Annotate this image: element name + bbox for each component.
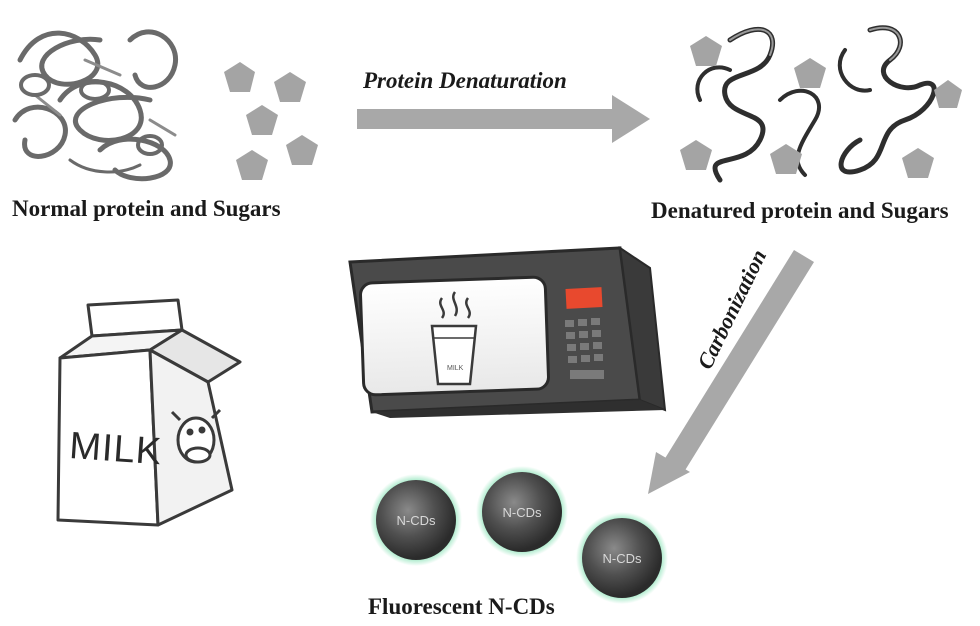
sugar-pentagon — [770, 144, 802, 174]
nanodots — [376, 472, 662, 598]
sugar-pentagons-right — [680, 36, 962, 178]
milk-carton-illustration — [56, 298, 242, 527]
label-fluorescent-ncds: Fluorescent N-CDs — [368, 594, 555, 619]
microwave-buttons — [565, 318, 604, 379]
sugar-pentagon — [236, 150, 268, 180]
microwave-illustration — [348, 245, 667, 418]
nanodot-label: N-CDs — [397, 513, 436, 528]
glass-label: MILK — [447, 365, 464, 372]
sugar-pentagon — [274, 72, 306, 102]
nanodot — [582, 518, 662, 598]
sugar-pentagon — [934, 80, 962, 108]
sugar-pentagons-left — [224, 62, 318, 180]
denaturation-arrow — [357, 95, 650, 143]
sugar-pentagon — [680, 140, 712, 170]
sugar-pentagon — [246, 105, 278, 135]
sugar-pentagon — [224, 62, 255, 92]
milk-carton-text: MILK — [68, 425, 163, 473]
sugar-pentagon — [690, 36, 722, 66]
carbonization-arrow — [648, 250, 814, 494]
nanodot — [376, 480, 456, 560]
nanodot-label: N-CDs — [503, 505, 542, 520]
milk-glass-illustration — [430, 291, 478, 386]
label-normal-protein: Normal protein and Sugars — [12, 196, 281, 221]
sugar-pentagon — [286, 135, 318, 165]
sugar-pentagon — [794, 58, 826, 88]
sugar-pentagon — [902, 148, 934, 178]
denatured-protein-illustration — [695, 25, 937, 183]
normal-protein-illustration — [12, 29, 178, 182]
label-protein-denaturation: Protein Denaturation — [363, 68, 567, 93]
nanodot-label: N-CDs — [603, 551, 642, 566]
label-denatured-protein: Denatured protein and Sugars — [651, 198, 949, 223]
nanodot — [482, 472, 562, 552]
microwave-display — [565, 287, 603, 309]
